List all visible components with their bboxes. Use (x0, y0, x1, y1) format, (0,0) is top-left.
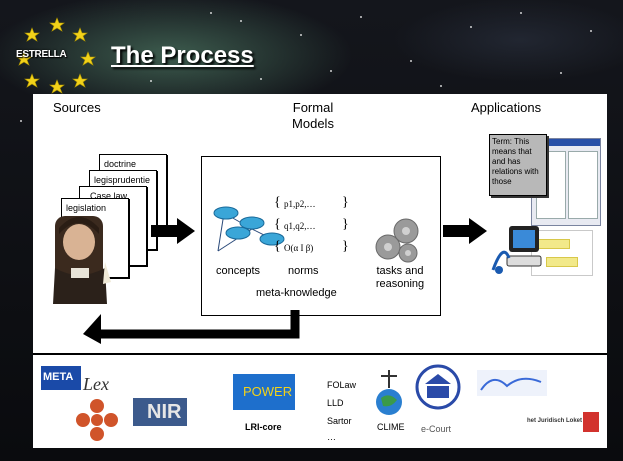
norm-item: q1,q2,… (284, 221, 316, 231)
star (20, 120, 22, 122)
star (410, 60, 412, 62)
norm-item: p1,p2,… (284, 199, 316, 209)
norm-item: O(α I β) (284, 243, 314, 253)
star (520, 12, 522, 14)
star (150, 80, 152, 82)
star (330, 70, 332, 72)
norm-brace-left: { (274, 239, 281, 254)
computer-user-icon (491, 226, 542, 274)
estrella-logo-icon (16, 17, 96, 94)
metalex-logo-icon: META (41, 366, 81, 390)
cross-logo-icon (76, 399, 118, 441)
concepts-label: concepts (216, 265, 261, 277)
juridisch-loket-mark-icon (583, 412, 599, 432)
tasks-label-line1: tasks and (376, 265, 424, 277)
star (300, 34, 302, 36)
tasks-label-line2: reasoning (375, 278, 425, 290)
content-panel: Sources Formal Models Applications doctr… (33, 94, 607, 448)
nir-logo-icon: NIR (133, 398, 187, 426)
term-card: Term: This means that and has relations … (489, 134, 547, 196)
clime-globe-icon (376, 370, 402, 415)
star (210, 12, 212, 14)
juridisch-loket-logo: het Juridisch Loket (527, 410, 603, 436)
ecourt-logo-icon (415, 364, 461, 410)
formal-models-box: { p1,p2,… } { q1,q2,… } { O(α I β) } con… (201, 156, 441, 316)
term-card-text: Term: This means that and has relations … (492, 137, 539, 186)
logo-text: ESTRELLA (16, 49, 67, 60)
meta-knowledge-label: meta-knowledge (256, 287, 337, 299)
feedback-arrow-icon (83, 310, 300, 344)
arrow-right-icon (151, 218, 195, 244)
norm-brace-left: { (274, 195, 281, 210)
scholar-portrait-icon (53, 216, 111, 304)
norms-label: norms (288, 265, 319, 277)
app-flowchart-screenshot (531, 230, 593, 276)
norm-brace-right: } (342, 217, 349, 232)
sources-heading: Sources (53, 100, 101, 115)
clime-label: CLIME (377, 422, 405, 432)
project-list-item: LLD (327, 398, 344, 408)
formal-models-heading-line2: Models (292, 116, 334, 131)
project-list-item: Sartor (327, 416, 352, 426)
project-list-item: FOLaw (327, 380, 357, 390)
star (240, 20, 242, 22)
star (590, 30, 592, 32)
ecourt-label: e-Court (421, 424, 452, 434)
concept-network-icon (213, 206, 285, 252)
star (560, 72, 562, 74)
section-separator (33, 353, 607, 355)
applications-heading: Applications (471, 100, 542, 115)
star (470, 26, 472, 28)
norm-brace-right: } (342, 195, 349, 210)
gears-icon (375, 218, 419, 263)
formal-models-heading-line1: Formal (292, 100, 334, 115)
star (360, 16, 362, 18)
lri-core-label: LRI-core (245, 422, 282, 432)
alexa-logo-icon (477, 370, 547, 396)
project-list-item: … (327, 432, 336, 442)
page-title: The Process (111, 42, 254, 69)
norm-brace-left: { (274, 217, 281, 232)
star (440, 85, 442, 87)
power-logo-icon: POWER (233, 374, 295, 410)
metalex-lex-text: Lex (83, 374, 109, 394)
arrow-right-icon (443, 218, 487, 244)
star (260, 78, 262, 80)
norm-brace-right: } (342, 239, 349, 254)
